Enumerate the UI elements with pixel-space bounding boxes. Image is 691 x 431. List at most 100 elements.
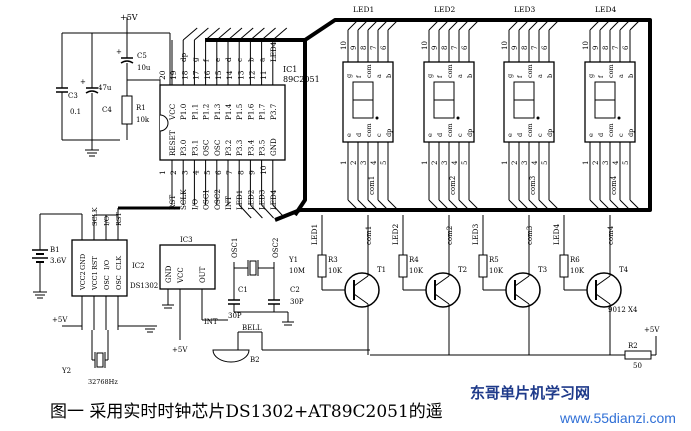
ic1-net-label: e	[213, 58, 222, 62]
transistor-emitter	[595, 293, 611, 305]
led-pin-num: 7	[531, 46, 539, 50]
ic2-pin-label: VCC1	[91, 271, 99, 291]
resistor	[559, 254, 569, 278]
led-pin-num: 4	[531, 160, 539, 165]
ic1-pin-num: 15	[214, 70, 223, 80]
decimal-point	[536, 116, 540, 120]
ic1-pin-label: P1.7	[258, 103, 267, 120]
ic1-net-label: f	[202, 58, 211, 62]
resistor-value: 10K	[409, 267, 424, 275]
led-pin-num: 2	[511, 161, 519, 165]
bus-tap	[609, 199, 621, 211]
ic1-pin-num: 4	[192, 170, 201, 175]
battery-b1: B1 3.6V	[32, 213, 83, 299]
led-seg-label: dp	[466, 129, 474, 137]
led-pin-num: 10	[501, 41, 509, 50]
resistor-label: R3	[328, 256, 338, 264]
ic1-net-label: c	[235, 58, 244, 62]
led-pin-num: 3	[441, 161, 449, 165]
led-pin-num: 1	[582, 161, 590, 165]
led-seg-label: d	[597, 133, 605, 137]
led-seg-label: dp	[385, 129, 393, 137]
b2-label: B2	[250, 356, 260, 364]
watermark-text: 东哥单片机学习网	[470, 384, 590, 402]
bus-tap	[508, 19, 520, 31]
ic1-net-label: LED1	[235, 190, 244, 210]
ic1-pin-num: 9	[248, 170, 257, 175]
part-9012: 9012 X4	[608, 306, 638, 314]
ic1-net-label: a	[258, 57, 267, 62]
bus-tap	[468, 199, 480, 211]
c5-value: 10u	[137, 64, 151, 72]
led-pin-num: 1	[340, 161, 348, 165]
ic1-label: IC1	[283, 65, 297, 74]
bus-tap	[438, 19, 450, 31]
ic2-net-label: RST	[115, 212, 123, 226]
bus-tap	[528, 199, 540, 211]
crystal-y2: Y2 32768Hz	[61, 330, 118, 386]
led-pin-num: 9	[592, 46, 600, 50]
crystal-y1: OSC1 OSC2 Y1 10M C1 30P C2 30P	[228, 238, 305, 326]
ic1-pin-num: 11	[259, 70, 268, 80]
ic1-pin-label: P1.6	[246, 103, 255, 120]
transistor-label: T1	[377, 266, 386, 274]
transistor-body	[586, 272, 622, 308]
led-seg-label: a	[617, 74, 625, 78]
bus-tap	[347, 199, 359, 211]
ic3-int-net: INT	[204, 318, 218, 326]
ic1-net-label: RST	[168, 195, 177, 210]
led-pin-num: 1	[421, 161, 429, 165]
led-seg-label: e	[345, 133, 353, 137]
bus-tap	[599, 199, 611, 211]
ic1-pin-num: 18	[180, 70, 189, 80]
ic1-net-label: INT	[224, 196, 233, 210]
led-name: LED3	[514, 5, 535, 14]
led-seg-label: d	[436, 133, 444, 137]
led-seg-label: b	[466, 74, 474, 78]
ic1-pin-label: P3.1	[190, 140, 199, 156]
vcc-ic3-label: +5V	[172, 346, 188, 354]
led-pin-num: 2	[431, 161, 439, 165]
bus-tap	[238, 204, 252, 219]
bus-tap	[261, 204, 274, 219]
com-net-label: com1	[365, 226, 373, 245]
ic3-pin-vcc: VCC	[177, 267, 185, 284]
bell-b2: BELL B2	[212, 324, 370, 364]
ic1-net-label: b	[246, 57, 255, 62]
c1-label: C1	[238, 286, 248, 294]
ic2-pin-label: OSC	[103, 275, 111, 290]
resistor	[478, 254, 488, 278]
ic2-pin-label: VCC2	[79, 271, 87, 291]
ic1-89c2051: IC1 89C2051	[159, 65, 320, 161]
c3-value: 0.1	[70, 108, 81, 116]
bus-tap	[468, 19, 480, 31]
ic1-pin-num: 17	[192, 70, 201, 80]
transistor-collector	[353, 275, 369, 287]
ic1-pin-label: P1.5	[235, 103, 244, 120]
ic1-pin-num: 5	[203, 170, 212, 175]
led-seg-label: d	[516, 133, 524, 137]
resistor	[317, 254, 327, 278]
ic2-pin-label: GND	[79, 254, 87, 270]
transistor-collector	[434, 275, 450, 287]
osc1-label: OSC1	[231, 238, 239, 258]
ic2-ds1302: IC2 DS1302	[71, 239, 158, 297]
r2-value: 50	[633, 362, 642, 370]
led-seg-label: b	[546, 74, 554, 78]
ic1-pin-label: P1.4	[224, 103, 233, 120]
led-seg-label: f	[355, 75, 363, 78]
led-seg-label: d	[355, 133, 363, 137]
ic3-label: IC3	[180, 236, 193, 244]
led-drive-label: LED2	[391, 224, 400, 245]
led-drive-label: LED1	[310, 224, 319, 245]
y1-value: 10M	[289, 267, 305, 275]
led-seg-label: com	[607, 123, 615, 137]
ic2-net-label: I/O	[103, 216, 111, 226]
led-pin-num: 4	[451, 160, 459, 165]
transistor-label: T3	[538, 266, 547, 274]
bus-tap	[250, 204, 263, 219]
led-seg-label: c	[456, 133, 464, 137]
bus-tap	[619, 199, 631, 211]
